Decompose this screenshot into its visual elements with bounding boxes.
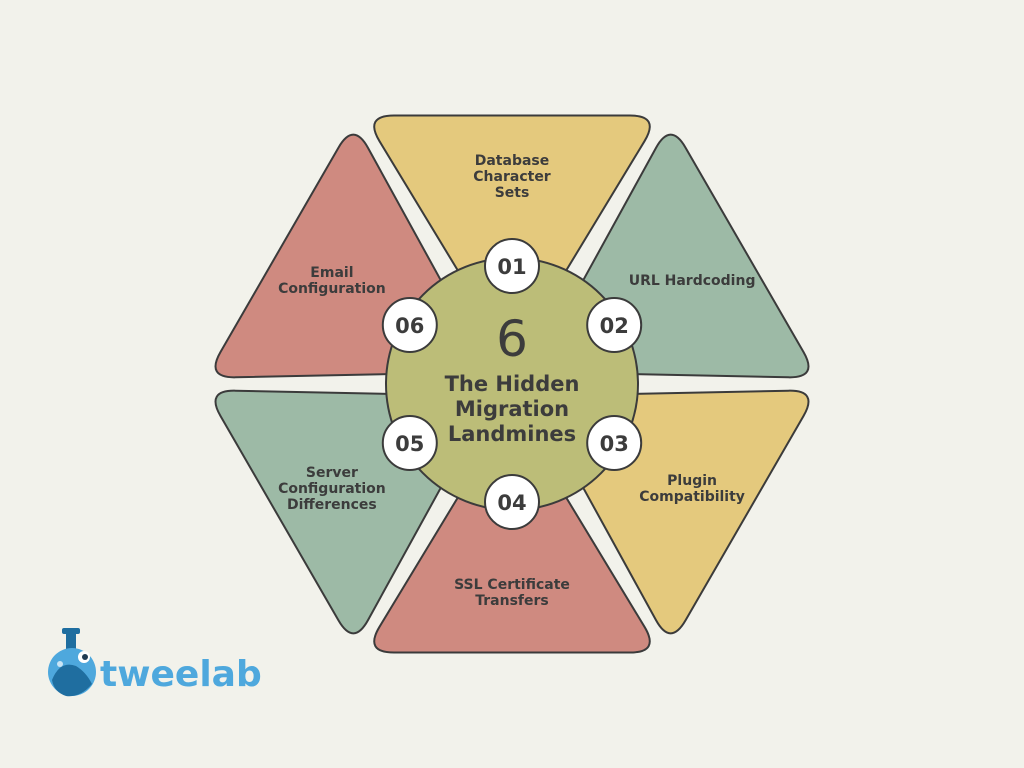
badge-03: 03 bbox=[586, 415, 643, 471]
hub-number: 6 bbox=[496, 310, 528, 368]
badge-circle bbox=[586, 297, 643, 353]
badge-circle bbox=[381, 297, 438, 353]
badge-number: 02 bbox=[600, 314, 629, 338]
number-badges: 01 02 03 04 05 06 bbox=[381, 238, 643, 530]
badge-02: 02 bbox=[586, 297, 643, 353]
badge-circle bbox=[381, 415, 438, 471]
badge-number: 01 bbox=[497, 255, 526, 279]
logo-text: tweelab bbox=[100, 654, 262, 695]
segment-label-02: URL Hardcoding bbox=[629, 273, 756, 289]
badge-circle bbox=[484, 238, 540, 294]
badge-number: 03 bbox=[600, 432, 629, 456]
logo-text-part2: lab bbox=[199, 654, 261, 695]
badge-04: 04 bbox=[484, 474, 540, 530]
badge-number: 04 bbox=[497, 491, 526, 515]
badge-number: 05 bbox=[395, 432, 424, 456]
badge-05: 05 bbox=[381, 415, 438, 471]
badge-number: 06 bbox=[395, 314, 424, 338]
tweelab-logo: tweelab bbox=[48, 628, 262, 697]
badge-circle bbox=[484, 474, 540, 530]
badge-01: 01 bbox=[484, 238, 540, 294]
logo-text-part1: twee bbox=[100, 654, 199, 695]
badge-circle bbox=[586, 415, 643, 471]
badge-06: 06 bbox=[381, 297, 438, 353]
flask-icon bbox=[48, 628, 96, 697]
